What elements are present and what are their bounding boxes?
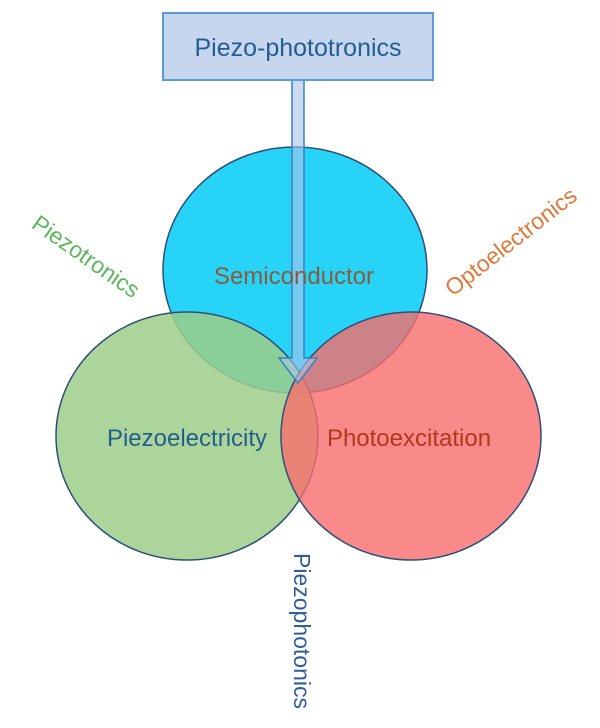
- photoexcitation-circle: [280, 311, 542, 561]
- optoelectronics-label: Optoelectronics: [440, 182, 582, 301]
- piezophotonics-label: Piezophotonics: [289, 553, 315, 709]
- down-arrow-icon: [277, 79, 319, 385]
- semiconductor-label: Semiconductor: [214, 263, 374, 290]
- piezo-phototronics-box: [162, 12, 434, 81]
- piezotronics-label: Piezotronics: [27, 210, 145, 303]
- piezoelectricity-label: Piezoelectricity: [107, 425, 267, 452]
- photoexcitation-label: Photoexcitation: [327, 425, 491, 452]
- piezo-phototronics-label: Piezo-phototronics: [194, 34, 401, 62]
